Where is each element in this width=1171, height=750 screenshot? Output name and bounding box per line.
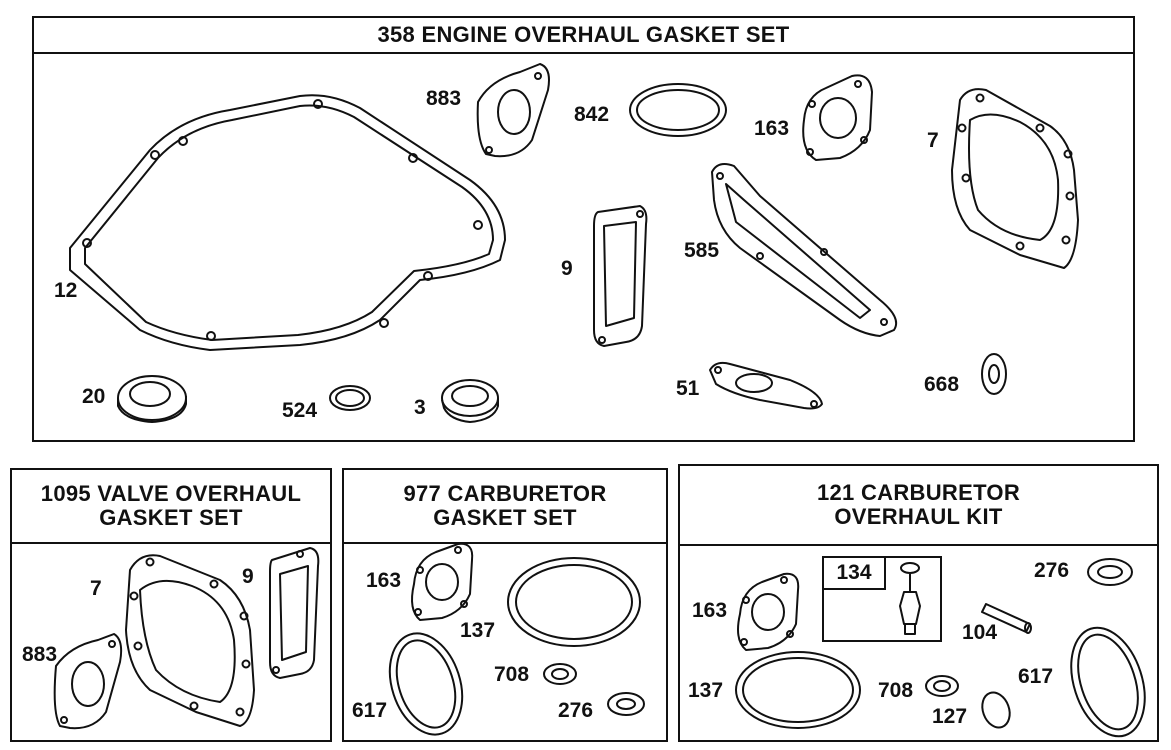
- carb977-title-line2: GASKET SET: [433, 505, 577, 530]
- callout-7: 7: [927, 129, 939, 152]
- carb121-callout-104: 104: [962, 621, 998, 644]
- part-3-seal: [441, 379, 499, 423]
- part-134-needle-valve: [899, 562, 921, 635]
- part-9-gasket: [593, 205, 648, 347]
- callout-163: 163: [754, 117, 790, 140]
- part-708-washer-carb121: [925, 675, 959, 697]
- part-668-washer: [981, 353, 1007, 395]
- part-883-gasket: [476, 63, 550, 158]
- engine-overhaul-panel: 358 ENGINE OVERHAUL GASKET SET: [32, 16, 1135, 442]
- carb977-callout-617: 617: [352, 699, 388, 722]
- part-51-gasket: [709, 361, 823, 410]
- callout-12: 12: [54, 279, 78, 302]
- part-137-oring-carb121: [735, 651, 861, 729]
- carb977-callout-137: 137: [460, 619, 496, 642]
- valve-callout-9: 9: [242, 565, 254, 588]
- carburetor-overhaul-panel: 121 CARBURETOR OVERHAUL KIT: [678, 464, 1159, 742]
- part-104-pin: [981, 603, 1032, 634]
- carb121-callout-163: 163: [692, 599, 728, 622]
- part-9-gasket-valve: [269, 547, 320, 679]
- carburetor-gasket-title: 977 CARBURETOR GASKET SET: [344, 470, 666, 544]
- part-276-washer-carb977: [607, 692, 645, 716]
- part-12-sump-gasket: [69, 94, 506, 351]
- callout-3: 3: [414, 396, 426, 419]
- needle-valve-subassembly-box: 134: [822, 556, 942, 642]
- valve-overhaul-panel: 1095 VALVE OVERHAUL GASKET SET: [10, 468, 332, 742]
- part-163-gasket-carb121: [737, 572, 800, 651]
- valve-callout-883: 883: [22, 643, 58, 666]
- valve-title-line1: 1095 VALVE OVERHAUL: [40, 481, 302, 506]
- part-137-oring-carb977: [507, 557, 641, 647]
- callout-9: 9: [561, 257, 573, 280]
- callout-20: 20: [82, 385, 106, 408]
- carb977-callout-276: 276: [558, 699, 594, 722]
- part-883-gasket-valve: [53, 633, 123, 730]
- part-20-seal: [117, 375, 187, 423]
- carb121-title-line1: 121 CARBURETOR: [816, 480, 1021, 505]
- callout-51: 51: [676, 377, 700, 400]
- subbox-callout-134: 134: [824, 558, 886, 590]
- part-617-oring-carb977: [388, 632, 464, 736]
- carb121-callout-276: 276: [1034, 559, 1070, 582]
- part-585-gasket: [711, 163, 898, 337]
- valve-callout-7: 7: [90, 577, 102, 600]
- part-276-washer-carb121: [1087, 558, 1133, 586]
- valve-title-line2: GASKET SET: [99, 505, 243, 530]
- carburetor-overhaul-title: 121 CARBURETOR OVERHAUL KIT: [680, 466, 1157, 546]
- callout-883: 883: [426, 87, 462, 110]
- callout-668: 668: [924, 373, 960, 396]
- carb121-callout-127: 127: [932, 705, 968, 728]
- part-617-oring-carb121: [1070, 626, 1146, 738]
- part-524-ring: [329, 385, 371, 411]
- carb977-callout-163: 163: [366, 569, 402, 592]
- part-7-head-gasket-valve: [125, 554, 255, 727]
- carb121-callout-617: 617: [1018, 665, 1054, 688]
- part-7-head-gasket: [951, 88, 1079, 269]
- carb121-callout-137: 137: [688, 679, 724, 702]
- part-127-plug: [981, 691, 1011, 729]
- carb121-callout-708: 708: [878, 679, 914, 702]
- carb121-title-line2: OVERHAUL KIT: [834, 504, 1003, 529]
- callout-842: 842: [574, 103, 610, 126]
- part-708-washer-carb977: [543, 663, 577, 685]
- part-163-gasket-carb977: [411, 542, 474, 621]
- carb977-title-line1: 977 CARBURETOR: [403, 481, 607, 506]
- carb977-callout-708: 708: [494, 663, 530, 686]
- callout-524: 524: [282, 399, 318, 422]
- part-842-oring: [629, 83, 727, 137]
- valve-overhaul-title: 1095 VALVE OVERHAUL GASKET SET: [12, 470, 330, 544]
- callout-585: 585: [684, 239, 720, 262]
- part-163-gasket: [802, 74, 873, 161]
- engine-overhaul-title: 358 ENGINE OVERHAUL GASKET SET: [34, 18, 1133, 54]
